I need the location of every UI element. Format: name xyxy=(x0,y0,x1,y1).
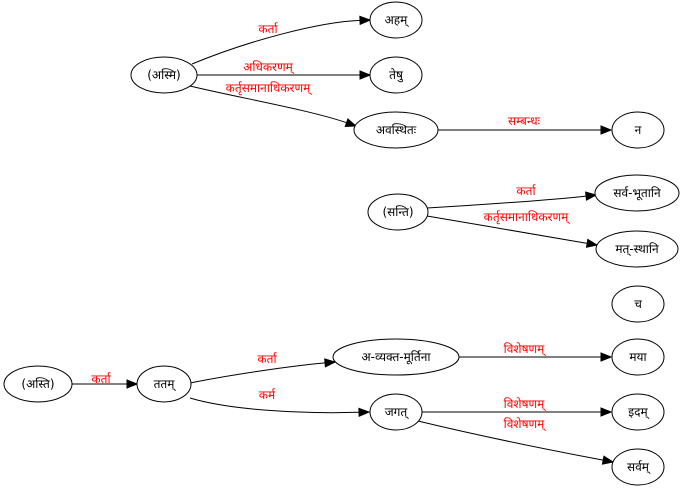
edge-asti-tatam: कर्ता xyxy=(71,372,139,389)
node-avasthitah: अवस्थितः xyxy=(353,111,439,149)
node-sarvam: सर्वम् xyxy=(611,448,665,486)
node-matsthani: मत्-स्थानि xyxy=(595,230,679,268)
edge-jagat-sarvam: विशेषणम् xyxy=(417,417,615,465)
arrowhead-icon xyxy=(600,352,613,362)
node-label: जगत् xyxy=(385,405,410,420)
edge-jagat-idam: विशेषणम् xyxy=(422,397,613,417)
edge-santi-matsthani: कर्तृसमानाधिकरणम् xyxy=(426,210,599,248)
node-ellipse xyxy=(130,56,198,94)
node-ellipse xyxy=(369,393,423,431)
arrowhead-icon xyxy=(585,238,599,248)
arrowhead-icon xyxy=(600,125,613,135)
node-label: मया xyxy=(629,350,647,364)
edge-label: विशेषणम् xyxy=(504,397,547,412)
node-ellipse xyxy=(595,230,679,268)
node-jagat: जगत् xyxy=(369,393,423,431)
node-label: सर्वम् xyxy=(627,460,651,475)
node-label: अ-व्यक्त-मूर्तिना xyxy=(361,350,431,365)
node-label: अहम् xyxy=(385,13,410,28)
node-label: इदम् xyxy=(628,405,649,420)
edge-label: विशेषणम् xyxy=(504,342,547,357)
edge-line xyxy=(417,420,604,461)
arrowhead-icon xyxy=(358,407,371,418)
node-na: न xyxy=(611,111,665,149)
node-label: तेषु xyxy=(389,68,404,83)
edge-label: कर्ता xyxy=(516,184,536,198)
edge-asmi-aham: कर्ता xyxy=(191,15,372,65)
node-ellipse xyxy=(3,365,73,403)
edge-line xyxy=(426,215,588,244)
arrowhead-icon xyxy=(344,118,358,128)
edge-avasthitah-na: सम्बन्धः xyxy=(438,114,613,135)
node-ellipse xyxy=(369,1,423,39)
edge-avyaktamurtina-maya: विशेषणम् xyxy=(459,342,613,362)
edge-label: कर्तृसमानाधिकरणम् xyxy=(484,210,571,225)
node-maya: मया xyxy=(611,338,665,376)
node-label: सर्व-भूतानि xyxy=(613,186,661,201)
arrowhead-icon xyxy=(324,358,337,368)
edge-line xyxy=(426,195,587,209)
edge-label: कर्म xyxy=(259,388,276,402)
node-ellipse xyxy=(332,338,460,376)
node-ca: च xyxy=(611,285,665,323)
node-tatam: ततम् xyxy=(136,365,192,403)
edge-santi-sarvabhutani: कर्ता xyxy=(426,184,598,209)
node-label: (सन्ति) xyxy=(382,205,413,219)
node-label: (अस्मि) xyxy=(147,68,180,82)
node-sarvabhutani: सर्व-भूतानि xyxy=(594,174,680,212)
arrowhead-icon xyxy=(359,70,372,80)
arrowhead-icon xyxy=(359,15,372,26)
node-label: मत्-स्थानि xyxy=(615,242,659,257)
arrowhead-icon xyxy=(126,379,139,389)
node-ellipse xyxy=(611,393,665,431)
edge-label: सम्बन्धः xyxy=(508,114,541,128)
node-label: च xyxy=(634,297,642,311)
edge-label: कर्तृसमानाधिकरणम् xyxy=(226,81,313,96)
node-santi: (सन्ति) xyxy=(367,193,429,231)
node-asti: (अस्ति) xyxy=(3,365,73,403)
edge-line xyxy=(189,397,360,414)
edge-asmi-teshu: अधिकरणम् xyxy=(196,60,372,80)
edge-asmi-avasthitah: कर्तृसमानाधिकरणम् xyxy=(189,81,358,128)
node-idam: इदम् xyxy=(611,393,665,431)
node-label: अवस्थितः xyxy=(376,123,417,137)
edge-label: अधिकरणम् xyxy=(243,60,295,75)
node-teshu: तेषु xyxy=(369,56,423,94)
node-ellipse xyxy=(611,448,665,486)
edge-line xyxy=(189,362,326,384)
node-avyaktamurtina: अ-व्यक्त-मूर्तिना xyxy=(332,338,460,376)
arrowhead-icon xyxy=(601,455,615,465)
edge-line xyxy=(189,85,347,124)
node-ellipse xyxy=(611,111,665,149)
node-asmi: (अस्मि) xyxy=(130,56,198,94)
edge-label: कर्ता xyxy=(258,22,278,36)
edge-line xyxy=(191,19,361,65)
node-label: ततम् xyxy=(154,377,177,392)
node-ellipse xyxy=(369,56,423,94)
arrowhead-icon xyxy=(585,191,598,201)
node-ellipse xyxy=(136,365,192,403)
arrowhead-icon xyxy=(600,407,613,417)
node-aham: अहम् xyxy=(369,1,423,39)
edge-label: कर्ता xyxy=(257,352,277,366)
node-ellipse xyxy=(353,111,439,149)
node-label: (अस्ति) xyxy=(21,377,54,391)
edge-tatam-jagat: कर्म xyxy=(189,388,371,418)
edge-tatam-avyaktamurtina: कर्ता xyxy=(189,352,337,384)
node-ellipse xyxy=(594,174,680,212)
edge-label: विशेषणम् xyxy=(504,417,547,432)
node-ellipse xyxy=(611,285,665,323)
node-ellipse xyxy=(611,338,665,376)
edge-label: कर्ता xyxy=(91,372,111,386)
node-ellipse xyxy=(367,193,429,231)
node-label: न xyxy=(635,123,642,137)
